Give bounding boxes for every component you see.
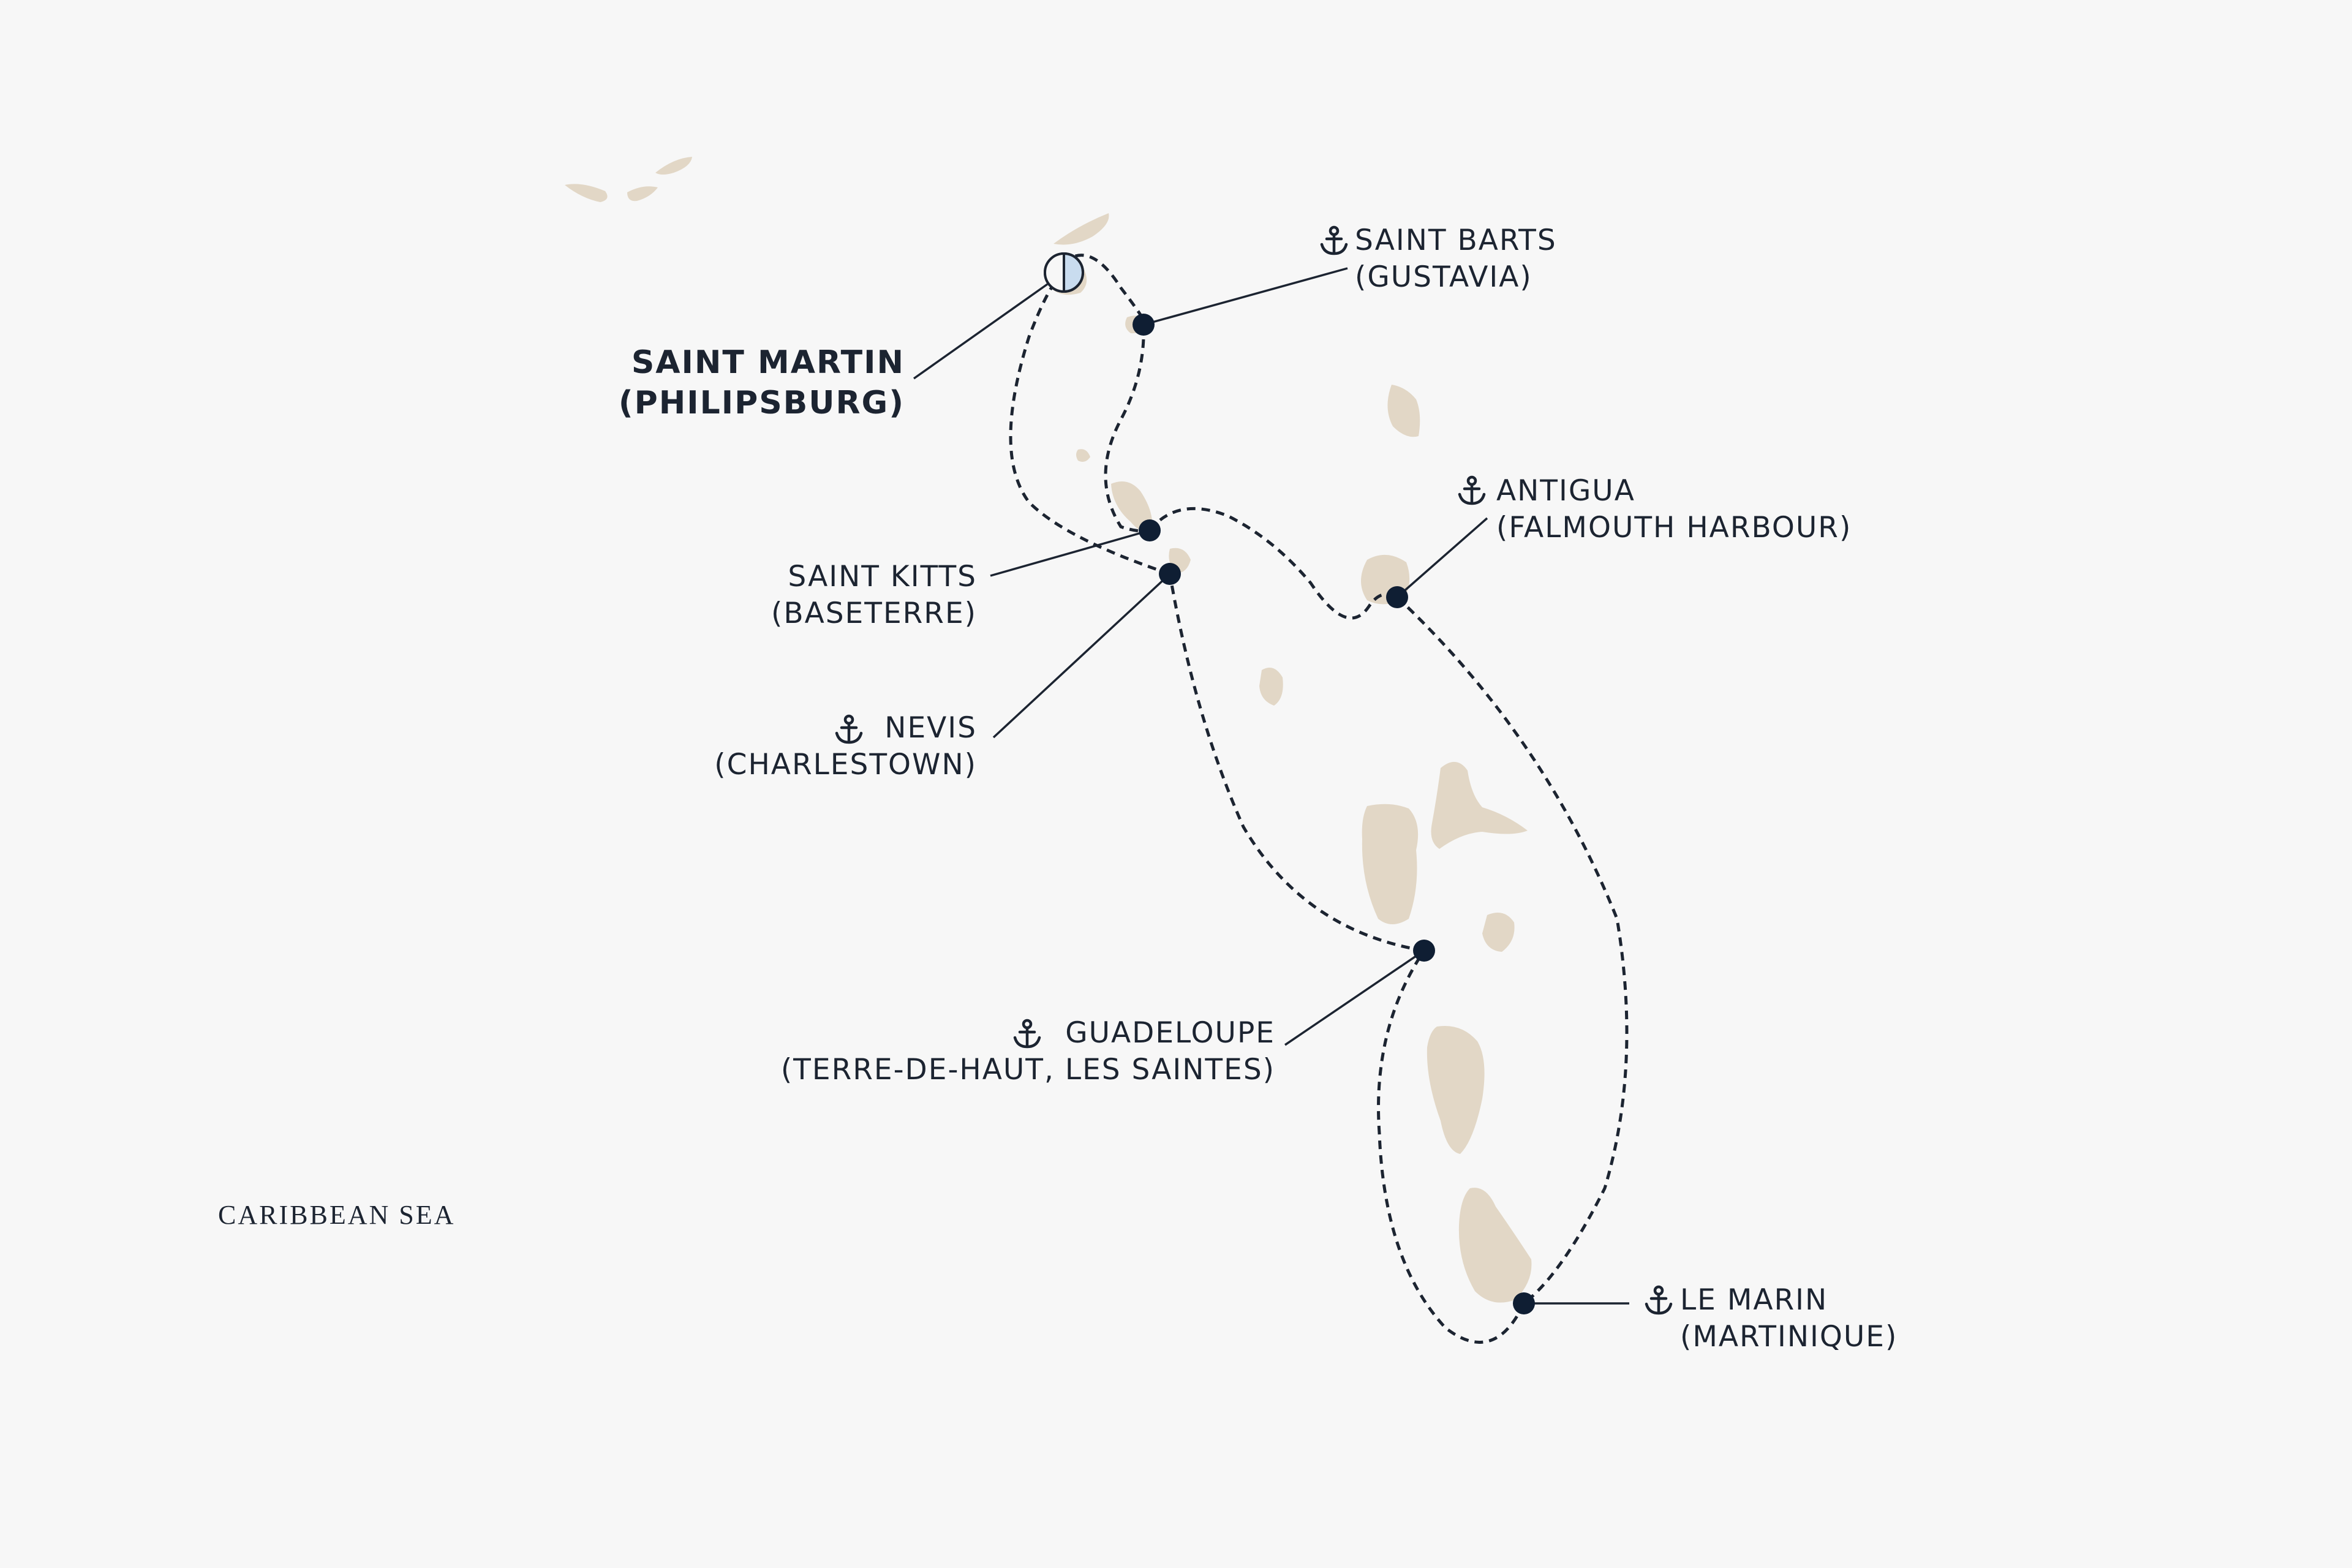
leader-saint-martin [913,283,1049,380]
leader-saint-barts [1143,267,1348,326]
port-place-le-marin: (MARTINIQUE) [1680,1320,1898,1354]
port-name-nevis: NEVIS [884,711,977,745]
anchor-icon [1646,1287,1671,1313]
port-dot-saint-barts[interactable] [1133,314,1155,336]
port-place-saint-martin: (PHILIPSBURG) [619,385,905,421]
embark-marker-saint-martin[interactable] [1044,252,1084,293]
route-segment-saint-barts-saint-kitts [1104,324,1150,533]
port-place-saint-kitts: (BASETERRE) [771,597,977,630]
port-name-saint-kitts: SAINT KITTS [788,560,977,594]
island-virgin-mid [627,186,658,202]
cruise-route [1009,254,1629,1344]
port-name-saint-martin: SAINT MARTIN [631,344,905,381]
island-montserrat [1259,668,1283,706]
island-guadeloupe-basse-terre [1362,804,1419,924]
island-saint-kitts [1111,481,1153,532]
island-anegada [655,157,692,175]
route-segment-guadeloupe-nevis [1168,573,1425,952]
route-segment-antigua-le-marin [1396,596,1629,1305]
island-guadeloupe-grande-terre [1431,761,1528,849]
port-dot-saint-kitts[interactable] [1139,519,1161,541]
port-place-guadeloupe: (TERRE-DE-HAUT, LES SAINTES) [781,1053,1275,1087]
landmasses [565,157,1532,1303]
port-dot-antigua[interactable] [1386,586,1408,608]
leader-saint-kitts [990,529,1150,577]
leader-lines [913,267,1629,1305]
port-dot-nevis[interactable] [1159,563,1181,585]
island-saba [1076,449,1090,462]
port-name-antigua: ANTIGUA [1496,474,1635,508]
anchor-icon [1322,227,1346,254]
port-place-saint-barts: (GUSTAVIA) [1355,260,1532,294]
port-place-antigua: (FALMOUTH HARBOUR) [1496,511,1852,545]
anchor-icon [1015,1020,1039,1047]
island-barbuda [1387,385,1420,437]
leader-nevis [992,573,1171,739]
port-markers [1044,252,1535,1314]
island-marie-galante [1482,913,1515,952]
island-virgin-west [565,184,608,202]
port-labels: SAINT MARTIN (PHILIPSBURG) SAINT BARTS (… [218,224,1898,1354]
port-dot-le-marin[interactable] [1513,1292,1535,1314]
island-dominica [1427,1026,1485,1154]
route-segment-nevis-saint-martin [1009,271,1170,576]
route-segment-le-marin-guadeloupe [1377,949,1526,1344]
anchor-icon [837,716,861,742]
route-segment-saint-kitts-antigua [1148,507,1398,620]
sea-label: CARIBBEAN SEA [218,1200,455,1230]
route-segment-saint-martin-saint-barts [1061,254,1147,326]
port-name-guadeloupe: GUADELOUPE [1065,1016,1275,1050]
port-place-nevis: (CHARLESTOWN) [714,748,977,782]
island-martinique [1458,1188,1532,1303]
port-name-le-marin: LE MARIN [1680,1283,1828,1317]
island-anguilla [1054,213,1109,245]
port-dot-guadeloupe[interactable] [1413,940,1435,962]
anchor-icon [1460,477,1484,503]
leader-antigua [1396,517,1488,598]
leader-guadeloupe [1284,949,1425,1046]
port-name-saint-barts: SAINT BARTS [1355,224,1557,257]
